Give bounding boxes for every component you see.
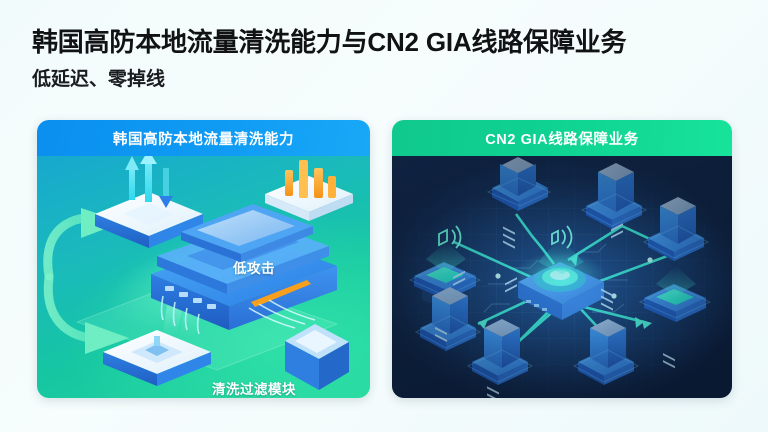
network-topology-illustration — [408, 157, 712, 398]
up-arrow-icon — [125, 156, 173, 208]
server-rack-bottom-right — [578, 223, 634, 385]
server-rack-right — [648, 197, 704, 369]
server-rack-top-left — [492, 157, 548, 249]
cleaning-appliance — [151, 204, 337, 335]
server-rack-top-right — [586, 163, 642, 311]
chip-node-right — [644, 266, 706, 322]
bar-chart-icon — [265, 160, 353, 221]
card-right-title: CN2 GIA线路保障业务 — [485, 131, 639, 148]
card-left-header: 韩国高防本地流量清洗能力 — [37, 120, 370, 156]
shield-icon — [438, 225, 462, 249]
page-title: 韩国高防本地流量清洗能力与CN2 GIA线路保障业务 — [32, 27, 627, 57]
traffic-cleaning-illustration — [43, 156, 353, 390]
arrow-head-down — [85, 322, 129, 354]
label-low-attack: 低攻击 — [233, 261, 275, 276]
card-cn2-gia[interactable]: CN2 GIA线路保障业务 — [392, 120, 732, 398]
link-nodes — [495, 257, 653, 299]
card-left-title: 韩国高防本地流量清洗能力 — [112, 131, 295, 148]
wifi-icon — [551, 225, 573, 249]
inbound-traffic-node — [95, 156, 203, 248]
card-right-header: CN2 GIA线路保障业务 — [392, 120, 732, 156]
server-rack-bottom-left — [472, 277, 528, 398]
label-clean-module: 清洗过滤模块 — [212, 382, 296, 397]
page-subtitle: 低延迟、零掉线 — [32, 69, 166, 90]
central-hub — [514, 225, 606, 320]
node-base-outlines — [408, 177, 712, 383]
platform-shadow — [75, 275, 339, 371]
filter-box-icon — [285, 324, 349, 390]
card-traffic-cleaning[interactable]: 韩国高防本地流量清洗能力 — [37, 120, 370, 398]
card-left-body: 低攻击 清洗过滤模块 — [37, 156, 370, 398]
card-right-body — [392, 156, 732, 398]
server-rack-left-lower — [420, 270, 476, 351]
card-right-vignette — [392, 156, 732, 398]
